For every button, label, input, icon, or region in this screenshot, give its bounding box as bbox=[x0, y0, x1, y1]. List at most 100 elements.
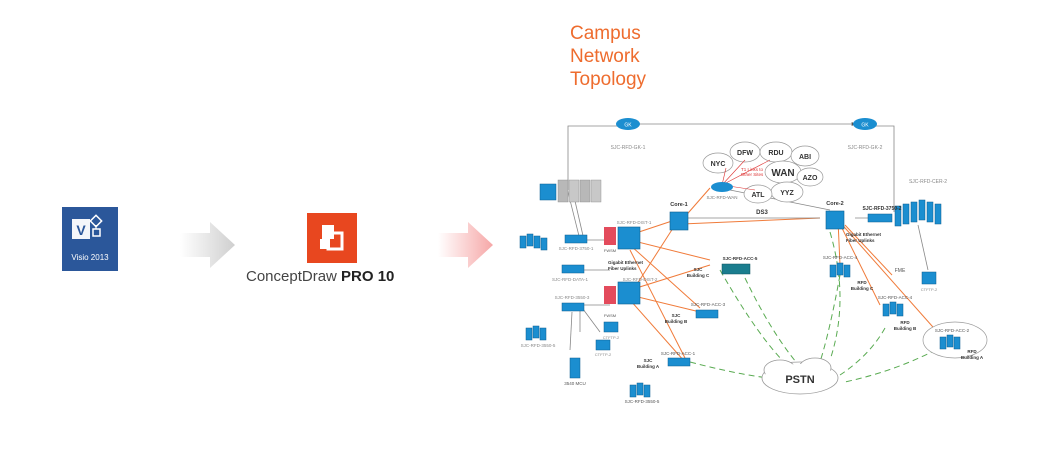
rfd3550-3-label: SJC-RFD-3550-3 bbox=[555, 295, 590, 300]
sjc-ba-line-2: Building A bbox=[637, 364, 660, 369]
rfd-bb-line-1: RFD bbox=[900, 320, 910, 325]
fwsm2-label: FWSM bbox=[604, 313, 616, 318]
fwsm2-module bbox=[604, 286, 616, 304]
dist2-switch bbox=[617, 281, 641, 305]
pstn-label: PSTN bbox=[785, 374, 814, 386]
ctftp2-mid-label: CTFTP-2 bbox=[595, 352, 612, 357]
pstn-cloud-fill bbox=[764, 364, 836, 392]
gk2-router: GK bbox=[853, 118, 877, 130]
acc1-switch bbox=[667, 357, 691, 367]
rfd3550-3-switch bbox=[561, 302, 585, 312]
conceptdraw-name: ConceptDraw bbox=[246, 268, 337, 285]
rfd-acc4-c-stack bbox=[829, 262, 851, 278]
gig-right-line-2: Fiber Uplinks bbox=[846, 238, 875, 243]
rfd3750-1-stack bbox=[519, 233, 588, 251]
acc5-label: SJC-RFD-ACC-5 bbox=[723, 256, 758, 261]
wan-nyc: NYC bbox=[711, 161, 726, 168]
t1-links-label-2: Other Sites bbox=[741, 172, 764, 177]
rfd3750-2-stack bbox=[867, 199, 942, 227]
ctftp2-mid-server bbox=[595, 339, 611, 351]
rfd-bc-line-1: RFD bbox=[857, 280, 867, 285]
server-cluster bbox=[539, 179, 602, 203]
title-line-2: Network bbox=[570, 46, 640, 67]
visio-app-label: Visio 2013 bbox=[71, 253, 109, 262]
core1-label: Core-1 bbox=[670, 202, 687, 208]
conceptdraw-version: PRO 10 bbox=[341, 268, 395, 285]
rfd3750-2-label: SJC-RFD-3750-2 bbox=[863, 206, 902, 212]
wan-atl: ATL bbox=[751, 192, 765, 199]
rfd-acc4-b-stack bbox=[882, 301, 904, 317]
conceptdraw-logo-glyph bbox=[320, 225, 344, 251]
gk1-badge: GK bbox=[624, 123, 632, 129]
rfd-data1-switch bbox=[561, 264, 585, 274]
rfd-acc2-label: SJC-RFD-ACC-2 bbox=[935, 328, 970, 333]
rfd-ba-line-1: RFD bbox=[967, 349, 977, 354]
conceptdraw-pro-icon bbox=[307, 213, 357, 263]
gk-frame-lines bbox=[567, 122, 895, 212]
fme-label: FME bbox=[895, 268, 906, 274]
wan-abi: ABI bbox=[799, 154, 811, 161]
wan-router bbox=[711, 182, 733, 192]
acc1-label: SJC-RFD-ACC-1 bbox=[661, 351, 696, 356]
wan-dfw: DFW bbox=[737, 150, 753, 157]
rfd3550-5-stack bbox=[525, 325, 547, 341]
acc5-switch bbox=[721, 263, 751, 275]
fwsm1-label: FWSM bbox=[604, 248, 616, 253]
gk2-label: SJC-RFD-GK-2 bbox=[848, 145, 883, 151]
wan-yyz: YYZ bbox=[780, 190, 794, 197]
sjc-ba-line-1: SJC bbox=[644, 358, 654, 363]
ctftp2-right-label: CTFTP-2 bbox=[921, 287, 938, 292]
title-line-1: Campus bbox=[570, 23, 641, 44]
core2-switch bbox=[825, 210, 845, 230]
title-line-3: Topology bbox=[570, 69, 647, 90]
rfd3550-bottom-label: SJC-RFD-3550-5 bbox=[625, 399, 660, 404]
rfd-acc4-c-label: SJC-RFD-ACC-4 bbox=[823, 255, 858, 260]
fwsm1-module bbox=[604, 227, 616, 245]
rfd-acc4-b-label: SJC-RFD-ACC-4 bbox=[878, 295, 913, 300]
sjc-bb-line-2: Building B bbox=[665, 319, 688, 324]
gk1-label: SJC-RFD-GK-1 bbox=[611, 145, 646, 151]
mcu-label: 3540 MCU bbox=[564, 381, 586, 386]
ctftp2-left-server bbox=[603, 321, 619, 333]
ctftp2-left-label: CTFTP-2 bbox=[603, 335, 620, 340]
dist1-label: SJC-RFD-DIST-1 bbox=[617, 220, 652, 225]
pink-arrow-icon bbox=[438, 222, 493, 268]
wan-rdu: RDU bbox=[768, 150, 783, 157]
rfd-bb-line-2: Building B bbox=[894, 326, 917, 331]
rfd-acc2-stack bbox=[939, 334, 961, 350]
acc3-switch bbox=[695, 309, 719, 319]
ds3-label: DS3 bbox=[756, 210, 768, 216]
dist1-switch bbox=[617, 226, 641, 250]
core1-switch bbox=[669, 211, 689, 231]
sjc-bc-line-2: Building C bbox=[687, 273, 710, 278]
wan-azo: AZO bbox=[803, 175, 818, 182]
gig-left-line-2: Fiber Uplinks bbox=[608, 266, 637, 271]
gk2-badge: GK bbox=[861, 123, 869, 129]
sjc-bc-line-1: SJC bbox=[694, 267, 704, 272]
gig-right-line-1: Gigabit Ethernet bbox=[846, 232, 882, 237]
ctftp2-right-server bbox=[921, 271, 937, 285]
campus-network-topology-diagram: GK SJC-RFD-GK-1 GK SJC-RFD-GK-2 SJC-RFD-… bbox=[519, 118, 988, 404]
rfd-data1-label: SJC-RFD-DATA-1 bbox=[552, 277, 589, 282]
visio-2013-icon: V Visio 2013 bbox=[62, 207, 118, 271]
dist2-label: SJC-RFD-DIST-2 bbox=[623, 277, 658, 282]
acc3-label: SJC-RFD-ACC-3 bbox=[691, 302, 726, 307]
rfd3550-5-label: SJC-RFD-3550-5 bbox=[521, 343, 556, 348]
sjc-bb-line-1: SJC bbox=[672, 313, 682, 318]
core2-label: Core-2 bbox=[826, 201, 843, 207]
rfd-ba-line-2: Building A bbox=[961, 355, 984, 360]
rfd3550-bottom-stack bbox=[629, 382, 651, 398]
mcu-device bbox=[569, 357, 581, 379]
gk1-router: GK bbox=[616, 118, 640, 130]
rfd-bc-line-2: Building C bbox=[851, 286, 874, 291]
gig-left-line-1: Gigabit Ethernet bbox=[608, 260, 644, 265]
visio-logo-glyph: V bbox=[72, 214, 103, 239]
conceptdraw-app-label: ConceptDraw PRO 10 bbox=[246, 268, 426, 285]
rfd3750-1-label: SJC-RFD-3750-1 bbox=[559, 246, 594, 251]
diagram-title: Campus Network Topology bbox=[570, 22, 646, 91]
gray-arrow-icon bbox=[180, 222, 235, 268]
cer2-label: SJC-RFD-CER-2 bbox=[909, 179, 947, 185]
wan-label: WAN bbox=[771, 168, 794, 179]
svg-text:V: V bbox=[76, 222, 86, 238]
wan-router-label: SJC-RFD-WAN bbox=[706, 195, 737, 200]
